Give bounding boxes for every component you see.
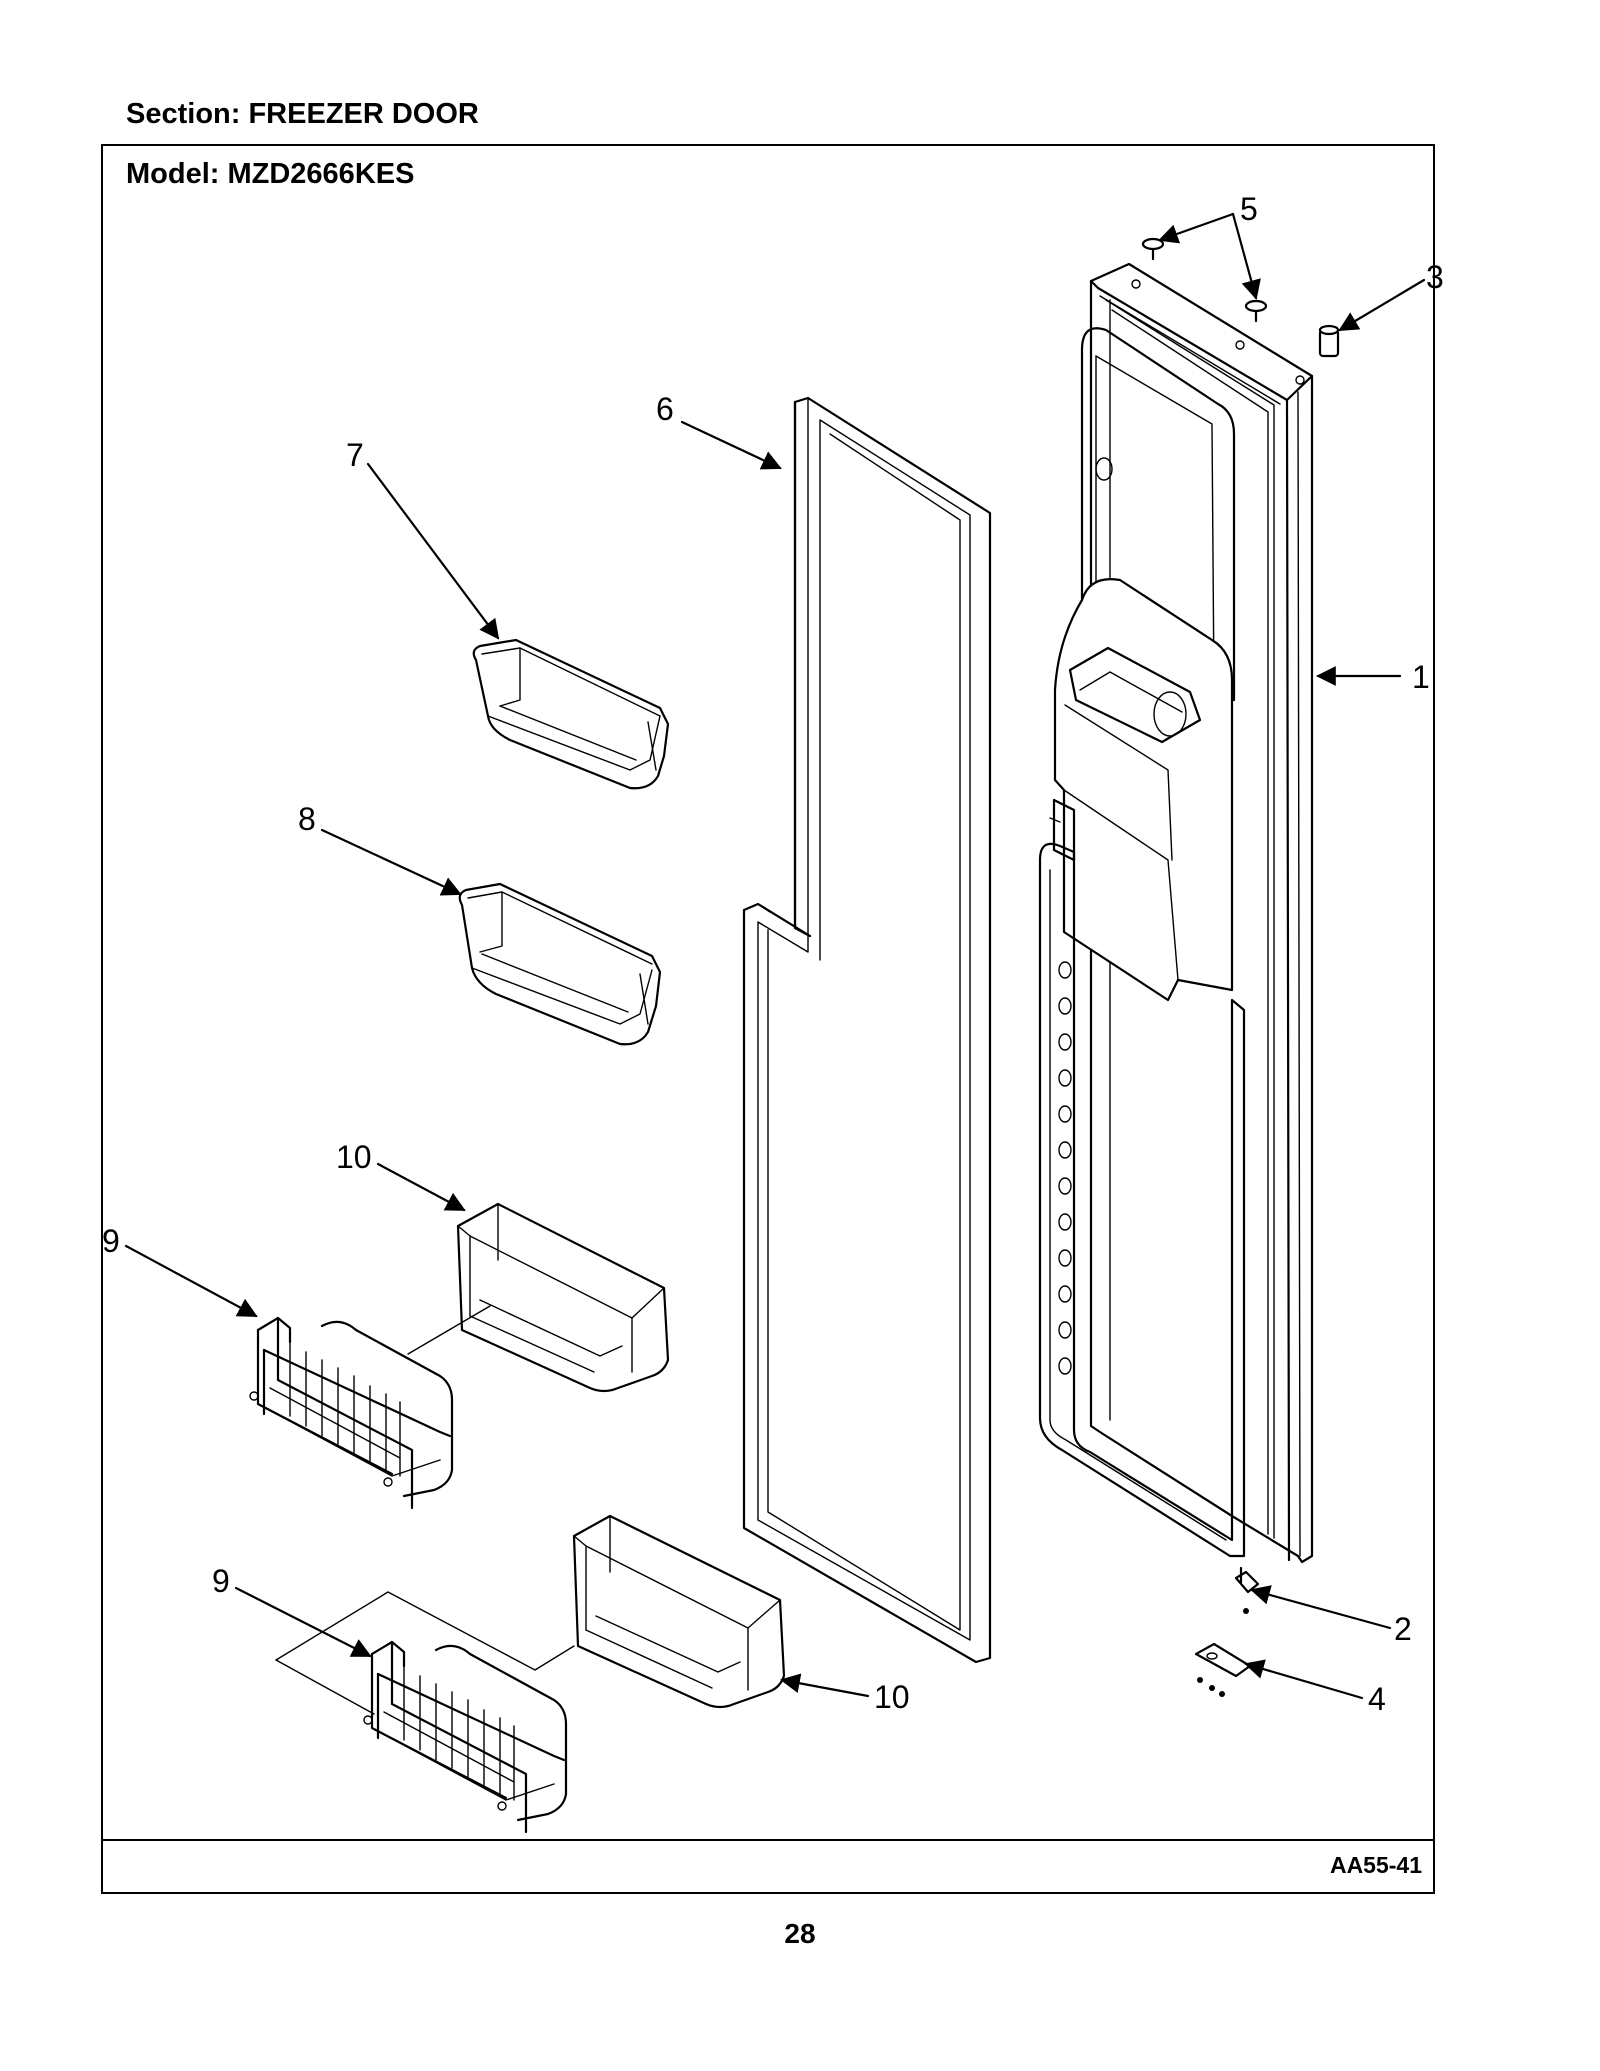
door-closer-cam-part (1318, 324, 1340, 358)
callout-1: 1 (1412, 659, 1430, 695)
callout-2: 2 (1394, 1611, 1412, 1647)
wire-basket-9-lower-part (363, 1640, 568, 1834)
model-title: Model: MZD2666KES (126, 158, 415, 190)
callout-3: 3 (1426, 259, 1444, 295)
callout-6: 6 (656, 391, 674, 427)
callout-10-lower: 10 (874, 1679, 910, 1715)
hinge-cap-parts (1141, 237, 1268, 323)
callout-4: 4 (1368, 1681, 1386, 1717)
shelf-peg-row (1058, 961, 1072, 1375)
callout-9-upper: 9 (102, 1223, 120, 1259)
door-gasket-part (742, 396, 992, 1664)
callout-10-upper: 10 (336, 1139, 372, 1175)
door-bin-7-part (472, 638, 670, 790)
callout-7: 7 (346, 437, 364, 473)
bottom-hinge-bracket-part (1194, 1642, 1252, 1697)
diagram-frame (101, 144, 1435, 1894)
callout-9-lower: 9 (212, 1563, 230, 1599)
box-bin-10-lower-part (572, 1514, 786, 1709)
grouping-line-upper (407, 1305, 491, 1355)
callout-8: 8 (298, 801, 316, 837)
footer-divider (101, 1839, 1435, 1841)
section-title: Section: FREEZER DOOR (126, 98, 479, 130)
freezer-door-assembly (1038, 262, 1314, 1564)
box-bin-10-upper-part (456, 1202, 670, 1393)
diagram-code: AA55-41 (1329, 1852, 1422, 1878)
page-number: 28 (784, 1918, 816, 1949)
wire-basket-9-upper-part (249, 1316, 454, 1510)
grouping-line-lower-left (275, 1659, 375, 1715)
grouping-line-lower-top (275, 1591, 575, 1671)
callout-5: 5 (1240, 191, 1258, 227)
door-bin-8-part (458, 882, 662, 1046)
leader-arrows (124, 212, 1426, 1700)
